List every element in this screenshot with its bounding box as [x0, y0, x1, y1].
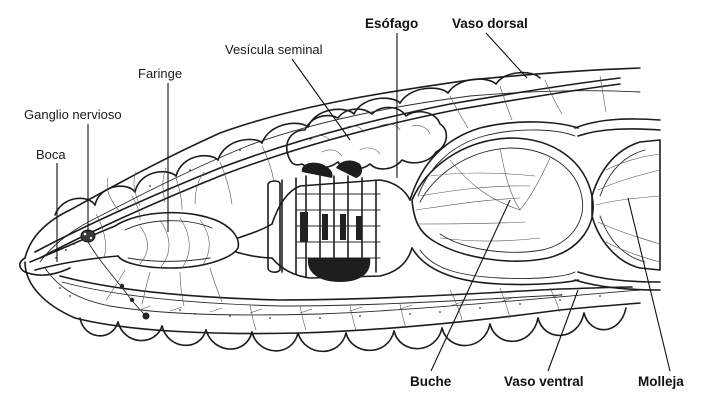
leader-vesicula-seminal — [292, 59, 350, 140]
label-vaso-ventral: Vaso ventral — [504, 374, 584, 389]
leader-vaso-dorsal — [486, 33, 527, 78]
label-faringe: Faringe — [138, 66, 182, 81]
leader-molleja — [628, 198, 670, 371]
label-buche: Buche — [410, 374, 452, 389]
label-ganglio-nervioso: Ganglio nervioso — [24, 107, 122, 122]
label-vesicula-seminal: Vesícula seminal — [225, 42, 323, 57]
label-esofago: Esófago — [365, 16, 418, 31]
label-molleja: Molleja — [638, 374, 684, 389]
septa — [96, 76, 606, 330]
label-boca: Boca — [36, 147, 66, 162]
pharynx — [30, 168, 272, 306]
nerve-ganglion — [81, 230, 150, 320]
esophagus — [268, 161, 412, 282]
label-vaso-dorsal: Vaso dorsal — [452, 16, 528, 31]
gizzard — [575, 119, 660, 290]
crop — [412, 138, 593, 261]
